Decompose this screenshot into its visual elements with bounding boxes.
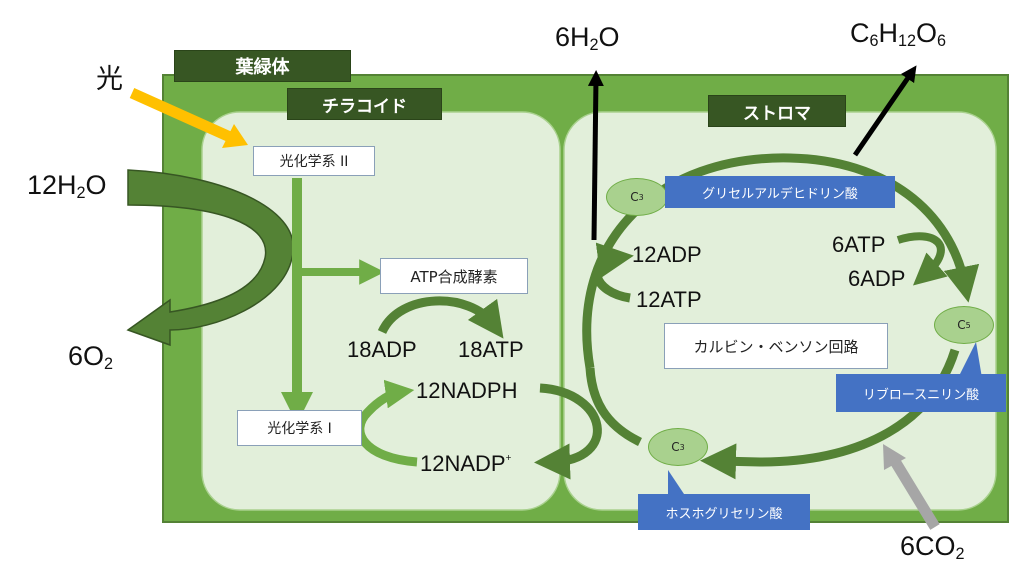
- nadph-label: 12NADPH: [416, 378, 518, 403]
- nadph-right-curve: [534, 383, 602, 480]
- nadp-label: 12NADP+: [420, 451, 512, 476]
- rubp-callout: [958, 342, 982, 378]
- chloroplast-title: 葉緑体: [174, 50, 351, 82]
- glucose-label: C6H12O6: [850, 18, 947, 50]
- cycle-adp-label: 12ADP: [632, 242, 702, 267]
- cycle-atp-adp-curve: [592, 242, 634, 303]
- light-arrow: [129, 87, 233, 143]
- calvin-cycle-ring-left: [585, 367, 643, 447]
- photosystem-2-box: 光化学系 II: [253, 146, 375, 176]
- side-adp-label: 6ADP: [848, 266, 906, 291]
- co2-in-arrow: [888, 455, 940, 530]
- atp-synthase-box: ATP合成酵素: [380, 258, 528, 294]
- water-input-label: 12H2O: [27, 170, 107, 202]
- glucose-out-arrow: [852, 65, 917, 157]
- gap-tag: グリセルアルデヒドリン酸: [665, 176, 895, 208]
- thylakoid-title: チラコイド: [287, 88, 442, 120]
- pga-tag: ホスホグリセリン酸: [638, 494, 810, 530]
- co2-input-label: 6CO2: [900, 531, 965, 563]
- rubp-tag: リブロースニリン酸: [836, 374, 1006, 412]
- water-oxygen-arrow: [126, 169, 295, 347]
- calvin-cycle-box: カルビン・ベンソン回路: [664, 323, 888, 369]
- pga-callout: [668, 470, 688, 500]
- side-atp-adp-curve: [896, 232, 948, 286]
- light-label: 光: [96, 64, 123, 94]
- photosystem-1-box: 光化学系 I: [237, 410, 362, 446]
- side-atp-label: 6ATP: [832, 232, 886, 257]
- water-output-label: 6H2O: [555, 22, 620, 54]
- nadp-left-curve: [355, 379, 418, 467]
- thylakoid-adp-label: 18ADP: [347, 337, 417, 362]
- stroma-title: ストロマ: [708, 95, 846, 127]
- stroma-compartment: [563, 111, 997, 511]
- adp-atp-curve: [377, 296, 504, 339]
- oxygen-output-label: 6O2: [68, 341, 114, 373]
- water-out-arrow: [587, 70, 604, 241]
- thylakoid-atp-label: 18ATP: [458, 337, 524, 362]
- cycle-atp-label: 12ATP: [636, 287, 702, 312]
